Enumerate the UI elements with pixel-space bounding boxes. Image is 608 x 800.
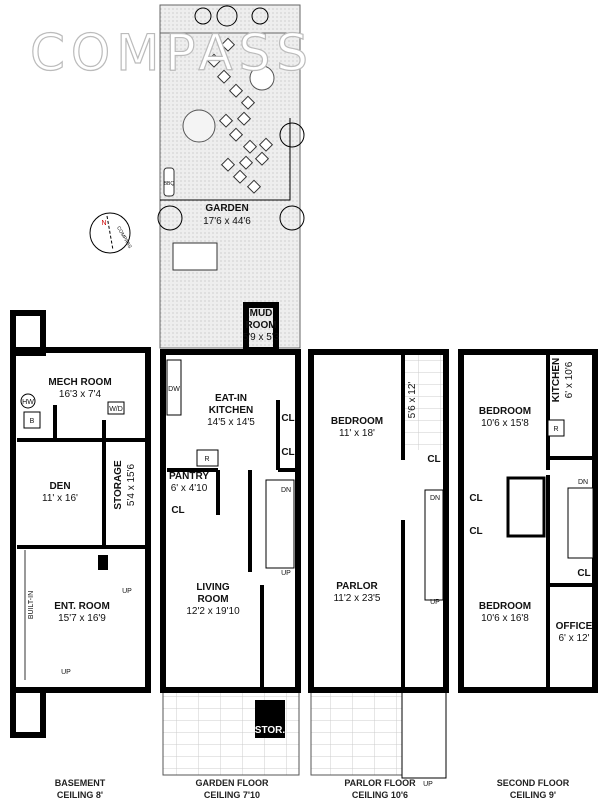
office-dims: 6' x 12' <box>558 633 589 644</box>
closet-label: CL <box>577 568 590 579</box>
patio-table-icon <box>249 65 275 91</box>
mud-room-dims: 5'9 x 5'3 <box>243 332 280 343</box>
bedroom-dims: 10'6 x 16'8 <box>481 613 529 624</box>
bathroom <box>506 476 546 538</box>
compass-rose-icon: N COMPASS <box>89 212 133 254</box>
den-dims: 11' x 16' <box>42 493 78 504</box>
closet-label: CL <box>469 526 482 537</box>
kitchen-dims: 14'5 x 14'5 <box>207 417 255 428</box>
second-floor-plan: BEDROOM 10'6 x 15'8 KITCHEN 6' x 10'6 R … <box>458 349 598 800</box>
garden-dims: 17'6 x 44'6 <box>203 216 251 227</box>
parlor-dims: 11'2 x 23'5 <box>333 593 380 604</box>
mech-room-dims: 16'3 x 7'4 <box>59 389 102 400</box>
garden-floor-plan: MUD ROOM 5'9 x 5'3 EAT-IN KITCHEN 14'5 x… <box>160 302 301 800</box>
bbq-grill-icon <box>163 167 175 197</box>
pantry-label: PANTRY <box>169 471 209 482</box>
second-floor-ceiling: CEILING 9' <box>510 790 556 800</box>
parlor-label: PARLOR <box>336 581 378 592</box>
basement-caption: BASEMENT <box>55 778 106 788</box>
bedroom-label: BEDROOM <box>479 406 531 417</box>
bedroom-dims: 11' x 18' <box>339 428 375 439</box>
refrigerator-icon <box>196 449 219 467</box>
parlor-floor-plan: BEDROOM 11' x 18' 5'6 x 12' CL DN PARLOR… <box>308 349 449 800</box>
office-label: OFFICE <box>556 621 593 632</box>
storage-closet <box>255 700 285 738</box>
second-floor-caption: SECOND FLOOR <box>497 778 570 788</box>
compass-watermark-logo: COMPASS <box>30 24 314 82</box>
staircase <box>265 479 295 569</box>
kitchen-label: KITCHEN <box>209 405 253 416</box>
refrigerator-label: R <box>553 426 558 433</box>
stair-up-label: UP <box>430 599 440 606</box>
stair-down-label: DN <box>578 479 588 486</box>
shrub-icon <box>194 7 212 25</box>
closet-label: CL <box>281 447 294 458</box>
closet-label: CL <box>281 413 294 424</box>
kitchen-label: KITCHEN <box>551 358 562 402</box>
parlor-floor-caption: PARLOR FLOOR <box>344 778 416 788</box>
refrigerator-icon <box>547 419 565 437</box>
closet-label: CL <box>469 493 482 504</box>
kitchen-dims: 6' x 10'6 <box>564 361 575 398</box>
storage-dims: 5'4 x 15'6 <box>126 463 137 506</box>
bbq-label: BBQ <box>164 181 175 187</box>
shrub-icon <box>216 5 238 27</box>
mud-room-label: MUD <box>250 308 273 319</box>
stair-down-label: DN <box>430 495 440 502</box>
closet-label: CL <box>171 505 184 516</box>
refrigerator-label: R <box>204 456 209 463</box>
built-in-label: BUILT-IN <box>28 591 35 619</box>
dining-table-icon <box>172 242 218 271</box>
garden-label: GARDEN <box>205 203 248 214</box>
garden-area: BBQ GARDEN 17'6 x 44'6 <box>157 4 305 349</box>
mech-room-label: MECH ROOM <box>48 377 111 388</box>
staircase <box>424 489 444 601</box>
living-room-label: LIVING <box>196 582 230 593</box>
storage-label: STOR. <box>255 725 286 736</box>
garden-floor-caption: GARDEN FLOOR <box>196 778 269 788</box>
kitchen-label: EAT-IN <box>215 393 247 404</box>
stair-up-label: UP <box>281 570 291 577</box>
ent-room-dims: 15'7 x 16'9 <box>58 613 106 624</box>
den-label: DEN <box>49 481 70 492</box>
washer-dryer-icon <box>107 401 125 415</box>
storage-label: STORAGE <box>113 460 124 510</box>
hw-label: HW <box>22 399 34 406</box>
shrub-icon <box>251 7 269 25</box>
living-room-dims: 12'2 x 19'10 <box>186 606 240 617</box>
water-heater-icon <box>20 393 36 409</box>
north-indicator: N <box>101 220 106 227</box>
mud-room-label: ROOM <box>245 320 276 331</box>
stair-up-label: UP <box>61 669 71 676</box>
ent-room-label: ENT. ROOM <box>54 601 110 612</box>
stoop-up-label: UP <box>423 781 433 788</box>
stair-down-label: DN <box>281 487 291 494</box>
living-room-label: ROOM <box>197 594 228 605</box>
tree-icon <box>182 109 216 143</box>
pantry-dims: 6' x 4'10 <box>171 483 208 494</box>
boiler-icon <box>23 411 41 429</box>
parlor-floor-ceiling: CEILING 10'6 <box>352 790 408 800</box>
bathroom-dims: 5'6 x 12' <box>407 382 418 419</box>
bedroom-label: BEDROOM <box>331 416 383 427</box>
staircase <box>567 487 594 559</box>
basement-plan: HW B W/D MECH ROOM 16'3 x 7'4 DEN 11' x … <box>10 310 151 800</box>
stair-up-label: UP <box>122 588 132 595</box>
closet-label: CL <box>427 454 440 465</box>
wd-label: W/D <box>109 406 123 413</box>
stoop-stairs <box>401 689 447 779</box>
bedroom-label: BEDROOM <box>479 601 531 612</box>
bedroom-dims: 10'6 x 15'8 <box>481 418 529 429</box>
basement-ceiling: CEILING 8' <box>57 790 103 800</box>
dishwasher-label: DW <box>168 386 180 393</box>
garden-floor-ceiling: CEILING 7'10 <box>204 790 260 800</box>
boiler-label: B <box>30 418 35 425</box>
